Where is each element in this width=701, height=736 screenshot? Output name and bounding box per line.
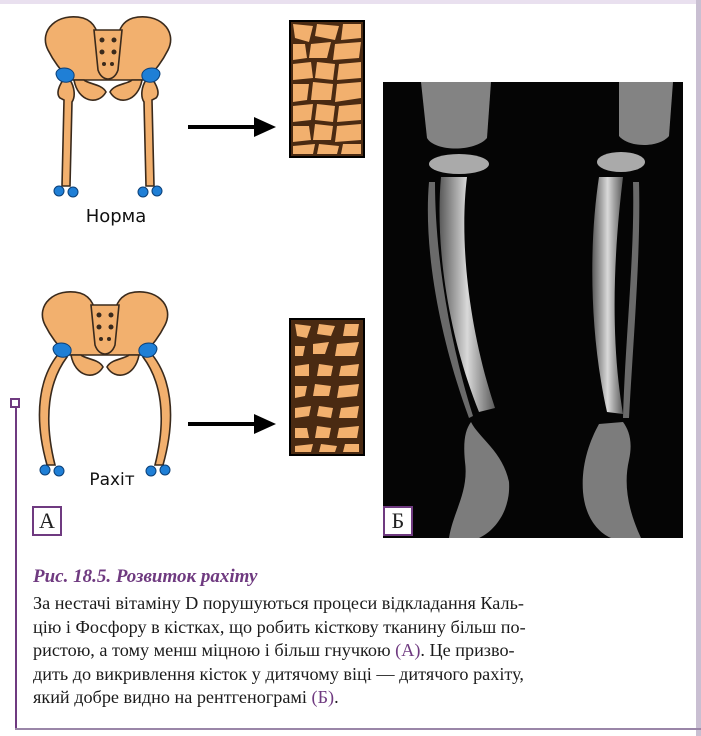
description-text: . [334,687,339,707]
xray-legs-image [383,82,683,538]
description-text: . Це призво- [420,640,514,660]
description-line: цію і Фосфору в кістках, що робить кістк… [33,616,693,640]
figure-left-rule [15,405,17,730]
caption-norm: Норма [66,206,166,227]
figure-label-a: А [32,506,62,536]
description-line: дить до викривлення кісток у дитячому ві… [33,663,693,687]
rickets-pelvis-legs-illustration [25,285,185,485]
description-text: дить до викривлення кісток у дитячому ві… [33,664,524,684]
caption-rickets: Рахіт [62,470,162,490]
figure-label-b: Б [383,506,413,536]
figure-marker-icon [10,398,20,408]
figure-description: За нестачі вітаміну D порушуються процес… [33,592,693,710]
figure-reference-a: (А) [395,640,420,660]
arrow-right-icon [188,115,278,139]
page-right-band [696,0,701,736]
description-text: ристою, а тому менш міцною і більш гнучк… [33,640,395,660]
rickets-bone-texture [289,318,365,456]
description-text: За нестачі вітаміну D порушуються процес… [33,593,524,613]
description-text: цію і Фосфору в кістках, що робить кістк… [33,617,526,637]
xray-radiograph [383,82,683,538]
figure-reference-b: (Б) [312,687,335,707]
normal-bone-texture [289,20,365,158]
page-top-band [0,0,701,4]
arrow-right-icon [188,412,278,436]
figure-title: Рис. 18.5. Розвиток рахіту [33,566,257,588]
normal-pelvis-legs-illustration [28,10,188,200]
description-text: який добре видно на рентгенограмі [33,687,312,707]
figure-bottom-rule [15,728,701,730]
description-line: ристою, а тому менш міцною і більш гнучк… [33,639,693,663]
description-line: який добре видно на рентгенограмі (Б). [33,686,693,710]
description-line: За нестачі вітаміну D порушуються процес… [33,592,693,616]
